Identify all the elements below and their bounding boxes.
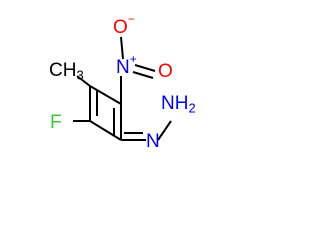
amine-subscript: 2 [188, 100, 195, 115]
bond-nitro-oxygen-double [134, 64, 156, 72]
atom-ring-nitrogen: N [146, 131, 160, 152]
bond-c4-methyl [76, 75, 91, 87]
atom-fluorine: F [50, 112, 62, 133]
methyl-subscript: 3 [76, 67, 83, 82]
atom-nitro-oxygen-single: O− [113, 12, 135, 38]
methyl-symbol: CH [49, 60, 76, 81]
bond-nitro-oxygen-double-inner [132, 71, 154, 79]
bond-n1-c2 [157, 120, 172, 141]
bond-c4-c3 [89, 85, 122, 105]
nitro-nitrogen-charge: + [130, 52, 137, 66]
nitro-oxygen-single-symbol: O [113, 17, 128, 38]
amine-symbol: NH [161, 93, 188, 114]
nitro-nitrogen-symbol: N [116, 57, 130, 78]
bond-nitro-oxygen-single [120, 36, 124, 60]
atom-amine: NH2 [161, 93, 196, 115]
atom-methyl: CH3 [49, 60, 84, 82]
nitro-oxygen-single-charge: − [128, 12, 135, 26]
bond-c5-c6 [89, 120, 122, 141]
chemical-structure: F N CH3 N+ O− O NH2 [49, 12, 196, 152]
atom-nitro-oxygen-double: O [158, 61, 173, 82]
atom-nitro-nitrogen: N+ [116, 52, 137, 78]
